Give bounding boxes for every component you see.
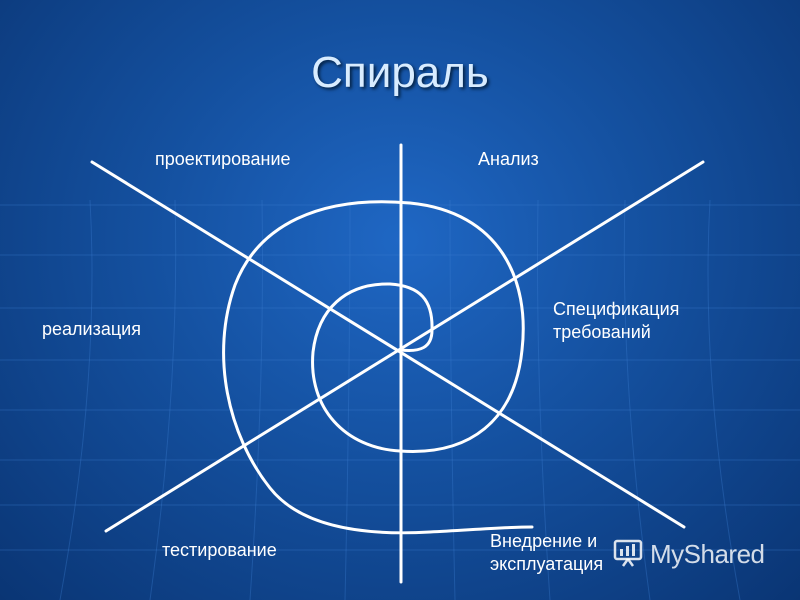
label-requirements-spec: Спецификация требований bbox=[553, 299, 680, 342]
presentation-logo-icon bbox=[612, 536, 644, 573]
label-analysis: Анализ bbox=[478, 149, 539, 169]
label-deployment: Внедрение и эксплуатация bbox=[490, 531, 604, 574]
slide-title: Спираль bbox=[311, 48, 489, 97]
label-implementation: реализация bbox=[42, 319, 141, 339]
axis-diagonal-down bbox=[90, 160, 686, 529]
spiral-curve bbox=[222, 200, 534, 535]
label-testing: тестирование bbox=[162, 540, 277, 560]
watermark: MyShared bbox=[612, 537, 765, 571]
watermark-text: MyShared bbox=[650, 538, 765, 569]
label-design: проектирование bbox=[155, 149, 291, 169]
axis-diagonal-up bbox=[104, 160, 705, 533]
